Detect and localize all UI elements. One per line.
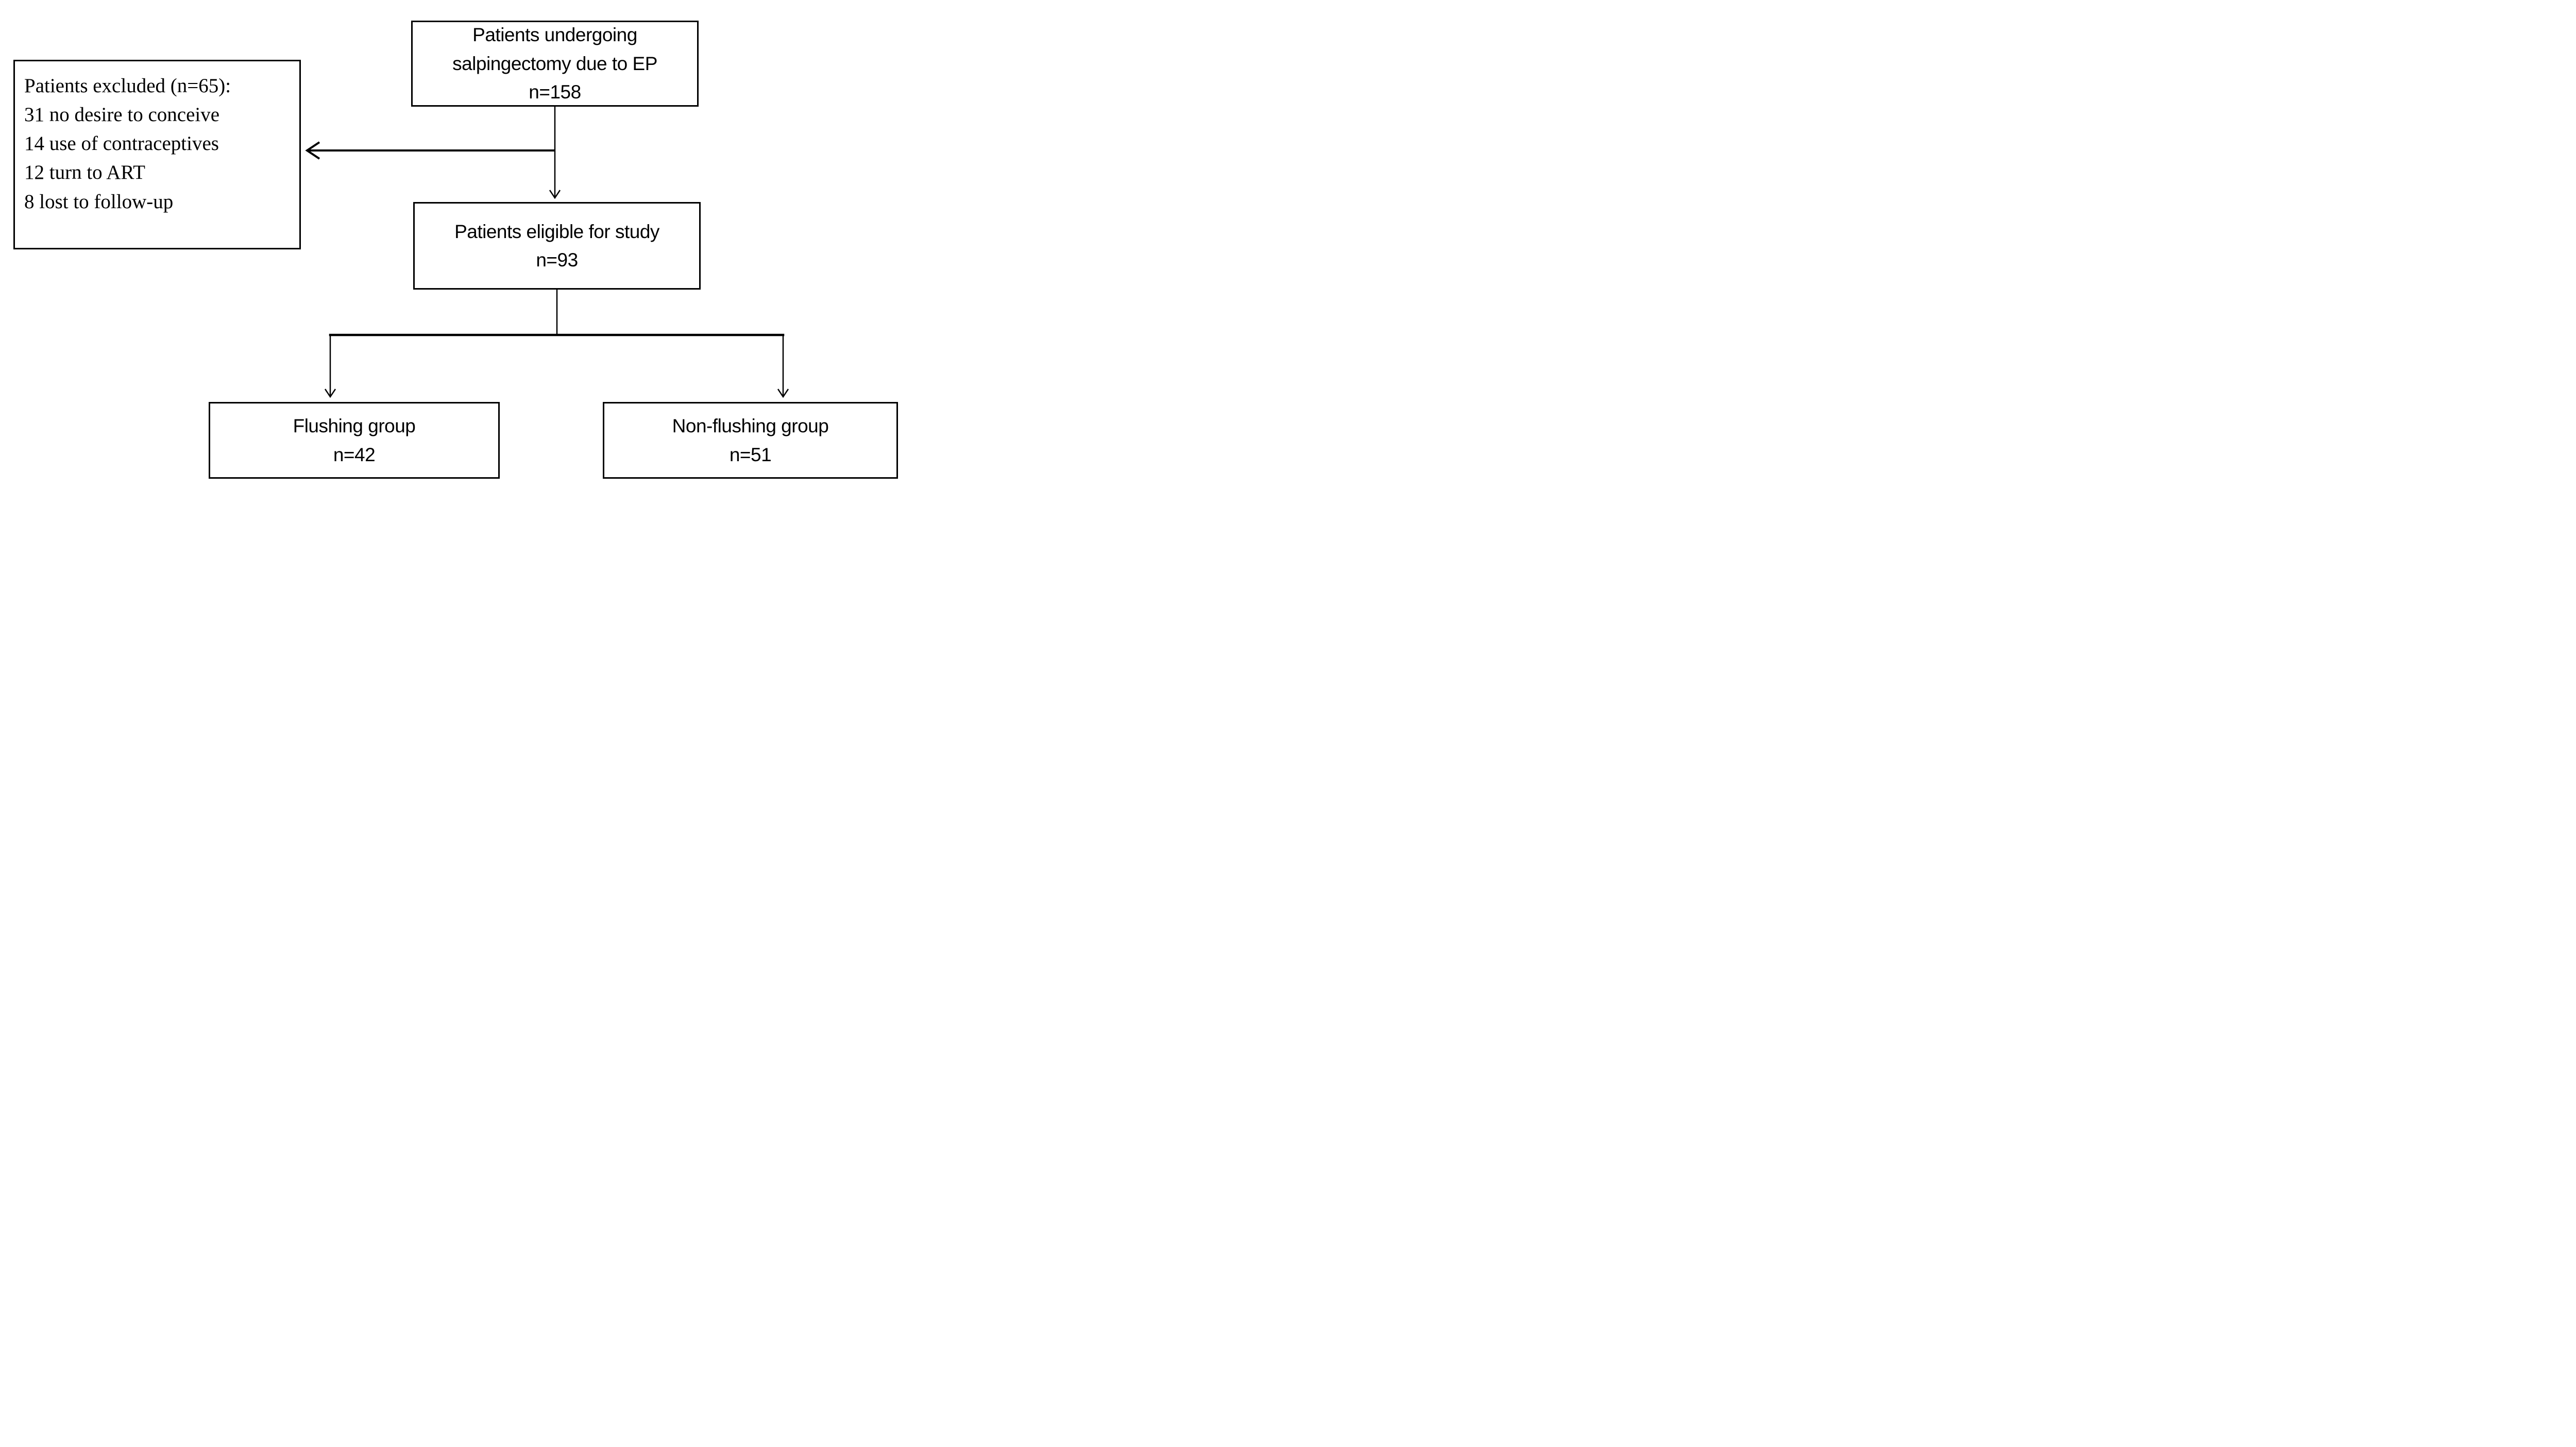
box-count: n=51 — [729, 444, 772, 465]
box-text-line: Patients undergoing — [472, 24, 637, 46]
box-text-line: Non-flushing group — [672, 415, 829, 436]
patient-flow-diagram: Patients undergoing salpingectomy due to… — [0, 0, 903, 482]
box-patients-excluded: Patients excluded (n=65): 31 no desire t… — [13, 60, 301, 249]
box-patients-undergoing: Patients undergoing salpingectomy due to… — [411, 21, 699, 107]
box-non-flushing-group: Non-flushing group n=51 — [603, 402, 898, 479]
box-count: n=158 — [529, 81, 581, 103]
box-text-line: Patients excluded (n=65): — [24, 75, 231, 97]
box-text-line: Patients eligible for study — [454, 221, 659, 242]
box-flushing-group: Flushing group n=42 — [209, 402, 500, 479]
box-text-line: 12 turn to ART — [24, 161, 145, 184]
box-text-line: Flushing group — [293, 415, 416, 436]
box-count: n=42 — [333, 444, 376, 465]
box-count: n=93 — [536, 249, 578, 271]
box-text-line: 31 no desire to conceive — [24, 104, 220, 126]
box-text-line: salpingectomy due to EP — [452, 53, 657, 74]
box-text-line: 8 lost to follow-up — [24, 190, 174, 213]
box-text-line: 14 use of contraceptives — [24, 132, 219, 155]
box-patients-eligible: Patients eligible for study n=93 — [413, 202, 701, 290]
